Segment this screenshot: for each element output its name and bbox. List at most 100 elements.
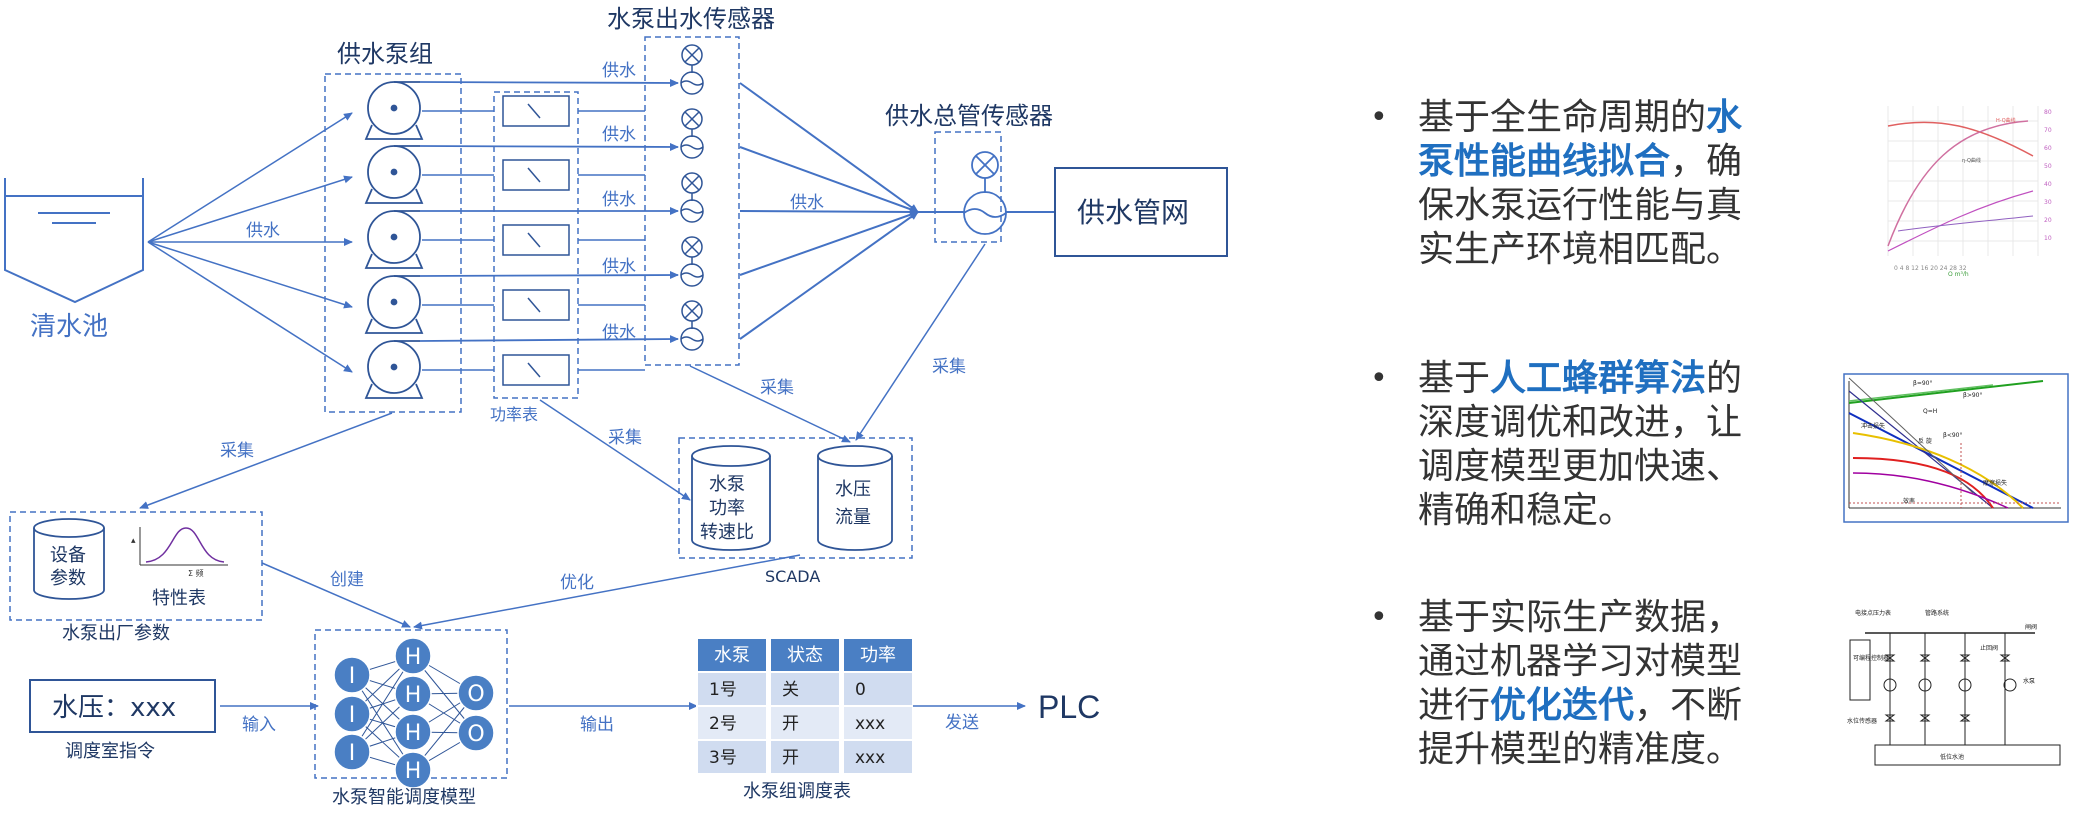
pump-icon	[364, 340, 494, 399]
collect-lines	[139, 243, 986, 630]
clear-water-tank	[4, 178, 144, 304]
svg-text:H: H	[405, 721, 422, 746]
scada-db1-line1: 水泵	[709, 474, 745, 495]
svg-text:冲击损失: 冲击损失	[1861, 422, 1885, 430]
table-cell: 3号	[709, 748, 737, 768]
bullet-text: 基于	[1418, 358, 1491, 399]
bullet-text: 深度调优和改进，让	[1418, 402, 1743, 443]
svg-text:低位水池: 低位水池	[1940, 753, 1964, 761]
model-label: 水泵智能调度模型	[332, 787, 476, 808]
power-meter-icon	[502, 224, 645, 256]
scada-db-pressure	[817, 445, 893, 551]
bullet-text: 精确和稳定。	[1418, 490, 1635, 531]
scada-db1-line3: 转速比	[700, 522, 754, 543]
svg-text:O: O	[467, 682, 484, 707]
main-sensor-box	[934, 131, 1002, 243]
bullet-text: ，不断	[1634, 685, 1743, 726]
pump-group-label: 供水泵组	[337, 40, 433, 68]
supply-label: 供水	[602, 61, 636, 81]
table-cell: 1号	[709, 680, 737, 700]
input-label: 输入	[242, 715, 276, 735]
supply-lines	[419, 78, 679, 344]
characteristic-curve: ▴	[131, 527, 228, 566]
table-cell: 开	[782, 748, 799, 768]
bullet-text: 基于实际生产数据，	[1418, 597, 1743, 638]
svg-text:I: I	[349, 741, 356, 766]
nn-hidden-node: H	[394, 751, 432, 789]
network-label: 供水管网	[1077, 196, 1189, 229]
supply-label: 供水	[602, 323, 636, 343]
device-params-db	[33, 518, 105, 600]
nn-output-node: O	[457, 674, 495, 712]
power-meter-icon	[502, 289, 645, 321]
create-label: 创建	[330, 570, 364, 590]
svg-text:电接点压力表: 电接点压力表	[1855, 609, 1891, 617]
bullet-text: 实生产环境相匹配。	[1418, 229, 1743, 270]
collect-label-pump: 采集	[220, 441, 254, 461]
outlet-sensor-box	[644, 36, 740, 366]
highlight-text: 泵性能曲线拟合	[1418, 141, 1671, 182]
table-cell: 开	[782, 714, 799, 734]
outlet-sensor-icon	[680, 172, 704, 223]
plc-label: PLC	[1038, 689, 1100, 725]
device-params-line1: 设备	[50, 545, 86, 566]
nn-input-node: I	[333, 695, 371, 733]
table-cell: 关	[782, 680, 799, 700]
highlight-text: 人工蜂群算法	[1490, 358, 1707, 399]
svg-text:80: 80	[2044, 109, 2052, 116]
input-pressure-box	[29, 679, 216, 733]
supply-label: 供水	[602, 125, 636, 145]
power-meter-box	[493, 91, 579, 399]
table-cell: xxx	[855, 748, 885, 768]
tank-to-pump-lines	[147, 112, 353, 373]
supply-label: 供水	[602, 257, 636, 277]
bullet-3-text: 基于实际生产数据，通过机器学习对模型进行优化迭代，不断提升模型的精准度。	[1418, 596, 1770, 772]
svg-text:摩擦损失: 摩擦损失	[1983, 479, 2007, 487]
svg-text:反 旋: 反 旋	[1918, 437, 1932, 445]
outlet-sensor-icon	[680, 236, 704, 287]
supply-label-tank: 供水	[246, 221, 280, 241]
collect-label-main: 采集	[932, 357, 966, 377]
scada-label: SCADA	[765, 567, 820, 586]
scada-db1-line2: 功率	[709, 498, 745, 519]
svg-text:60: 60	[2044, 145, 2052, 152]
send-label: 发送	[945, 713, 979, 733]
pump-curve-thumbnail: H-Q曲线 η-Q曲线 0 4 8 12 16 20 24 28 32 Q m³…	[1864, 102, 2064, 276]
pool-label: 清水池	[30, 312, 108, 342]
bullet-dot: •	[1370, 600, 1388, 635]
svg-text:η-Q曲线: η-Q曲线	[1962, 157, 1981, 164]
svg-text:40: 40	[2044, 181, 2052, 188]
outlet-sensors	[680, 44, 704, 351]
bullet-text: 的	[1706, 358, 1743, 399]
svg-text:70: 70	[2044, 127, 2052, 134]
svg-text:30: 30	[2044, 199, 2052, 206]
svg-text:β<90°: β<90°	[1943, 432, 1963, 439]
bullet-text: ，确	[1670, 141, 1743, 182]
svg-text:Q=H: Q=H	[1923, 408, 1937, 415]
bullet-text: 通过机器学习对模型	[1418, 641, 1743, 682]
bullet-text: 提升模型的精准度。	[1418, 729, 1743, 770]
pump-icon	[364, 210, 494, 269]
power-meters	[502, 95, 645, 386]
bullet-1-text: 基于全生命周期的水泵性能曲线拟合，确保水泵运行性能与真实生产环境相匹配。	[1418, 96, 1770, 272]
table-cell: 2号	[709, 714, 737, 734]
svg-text:20: 20	[2044, 217, 2052, 224]
table-cell: 0	[855, 680, 866, 700]
bullet-text: 调度模型更加快速、	[1418, 446, 1743, 487]
svg-text:水泵: 水泵	[2023, 677, 2035, 685]
svg-text:β=90°: β=90°	[1913, 380, 1933, 387]
svg-text:可编程控制器: 可编程控制器	[1853, 654, 1889, 662]
nn-output-node: O	[457, 714, 495, 752]
bullet-text: 基于全生命周期的	[1418, 97, 1707, 138]
power-meter-icon	[502, 159, 645, 191]
svg-text:效率: 效率	[1903, 497, 1915, 505]
bullet-text: 保水泵运行性能与真	[1418, 185, 1743, 226]
power-meter-label: 功率表	[490, 405, 538, 424]
nn-hidden-node: H	[394, 713, 432, 751]
char-table-label: 特性表	[152, 588, 206, 609]
power-meter-icon	[502, 354, 645, 386]
output-label: 输出	[580, 715, 614, 735]
collect-label-sensor: 采集	[760, 378, 794, 398]
